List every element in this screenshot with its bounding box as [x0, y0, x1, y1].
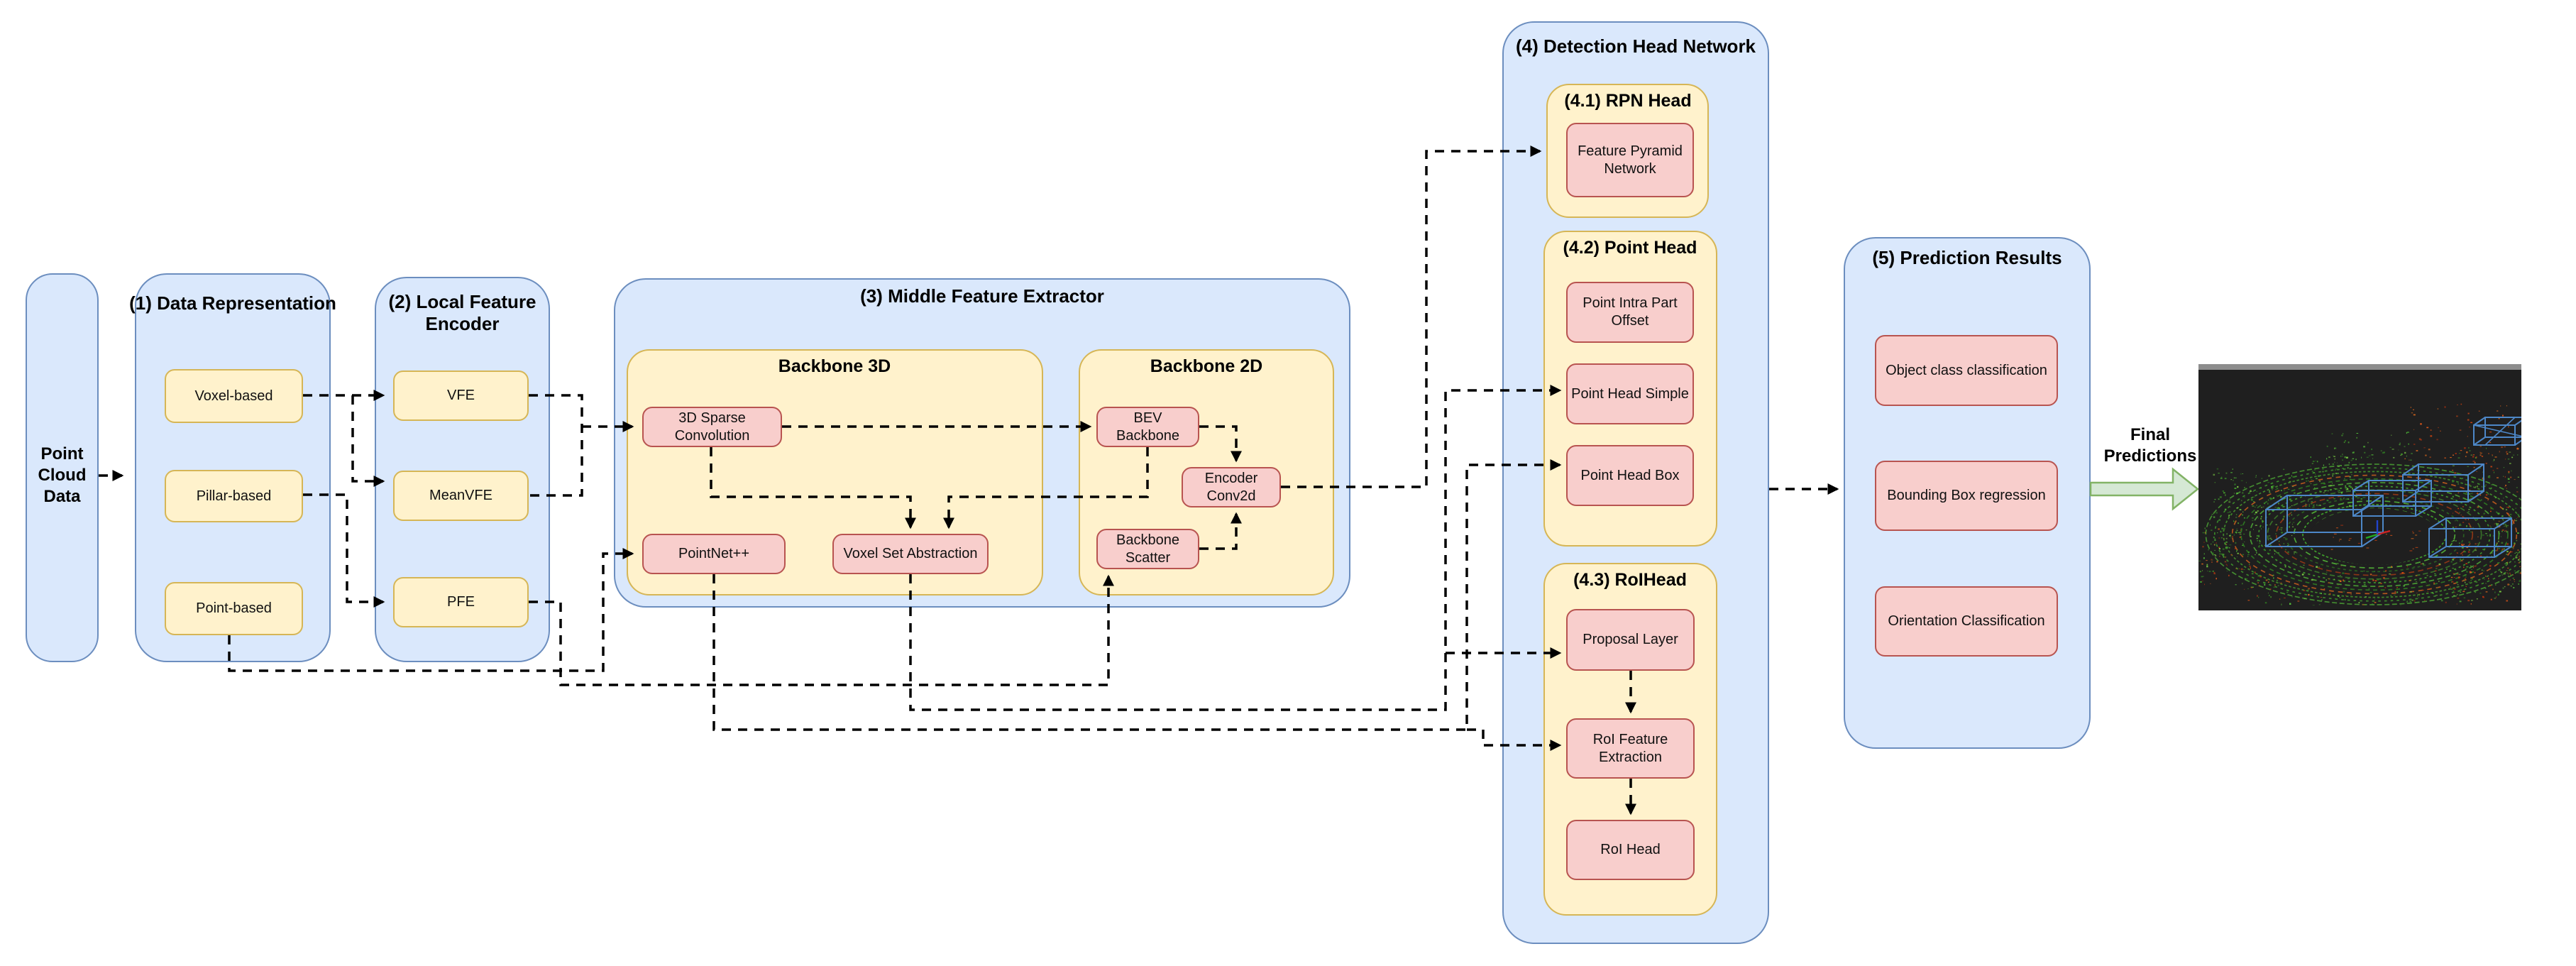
- point-head-title: (4.2) Point Head: [1563, 238, 1697, 258]
- rpn-head-title: (4.1) RPN Head: [1564, 91, 1692, 111]
- stage-2-title: (2) Local Feature Encoder: [368, 291, 557, 335]
- node-object-class-classification: Object class classification: [1875, 335, 2058, 406]
- node-bev-backbone: BEV Backbone: [1096, 407, 1199, 447]
- node-point-intra-part-offset: Point Intra Part Offset: [1566, 282, 1694, 343]
- roi-head-title: (4.3) RoIHead: [1573, 570, 1687, 590]
- node-pointnet-plus-plus: PointNet++: [642, 534, 786, 574]
- node-meanvfe: MeanVFE: [393, 471, 529, 521]
- lidar-scene-image: [2198, 364, 2544, 610]
- node-backbone-scatter: Backbone Scatter: [1096, 529, 1199, 569]
- node-voxel-set-abstraction: Voxel Set Abstraction: [832, 534, 989, 574]
- node-point-based: Point-based: [165, 582, 303, 635]
- node-3d-sparse-convolution: 3D Sparse Convolution: [642, 407, 782, 447]
- node-pfe: PFE: [393, 577, 529, 627]
- node-proposal-layer: Proposal Layer: [1566, 609, 1695, 671]
- stage-3-title: (3) Middle Feature Extractor: [860, 285, 1104, 307]
- node-point-head-simple: Point Head Simple: [1566, 363, 1694, 424]
- input-label: Point Cloud Data: [38, 444, 87, 506]
- node-feature-pyramid-network: Feature Pyramid Network: [1566, 123, 1694, 197]
- node-roi-feature-extraction: RoI Feature Extraction: [1566, 718, 1695, 779]
- node-encoder-conv2d: Encoder Conv2d: [1182, 467, 1281, 507]
- node-voxel-based: Voxel-based: [165, 369, 303, 423]
- node-roi-head: RoI Head: [1566, 820, 1695, 880]
- final-predictions-label: Final Predictions: [2103, 425, 2197, 466]
- node-bounding-box-regression: Bounding Box regression: [1875, 461, 2058, 531]
- backbone-3d-title: Backbone 3D: [778, 356, 891, 376]
- node-vfe: VFE: [393, 371, 529, 421]
- stage-5-title: (5) Prediction Results: [1872, 247, 2062, 268]
- stage-input: [26, 273, 99, 662]
- stage-1-title: (1) Data Representation: [129, 292, 336, 314]
- node-pillar-based: Pillar-based: [165, 470, 303, 522]
- node-point-head-box: Point Head Box: [1566, 445, 1694, 506]
- stage-4-title: (4) Detection Head Network: [1515, 35, 1756, 57]
- node-orientation-classification: Orientation Classification: [1875, 586, 2058, 657]
- stage-2-title-text: (2) Local Feature Encoder: [388, 291, 536, 335]
- backbone-2d-title: Backbone 2D: [1150, 356, 1263, 376]
